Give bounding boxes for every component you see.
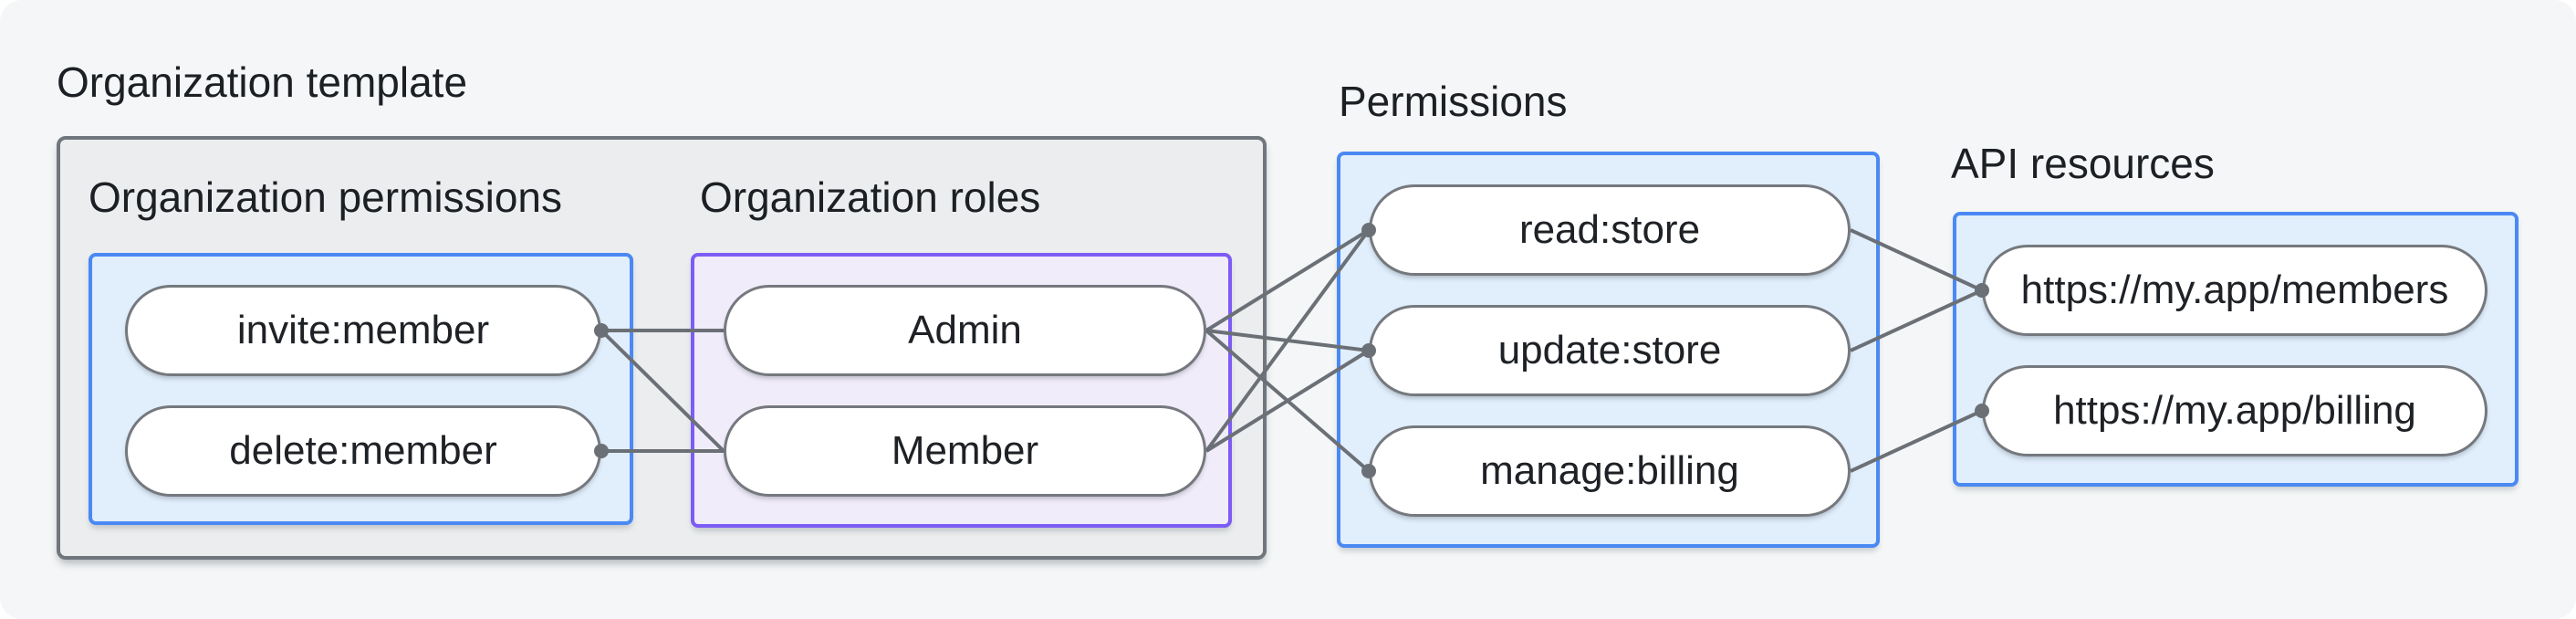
connection-dot: [594, 323, 609, 338]
connection-dot: [1361, 343, 1376, 358]
api-resources-label: API resources: [1951, 140, 2215, 187]
connection-dot: [594, 444, 609, 458]
node-member-role: Member: [724, 405, 1206, 497]
org-permissions-label: Organization permissions: [89, 173, 563, 221]
connection-dot: [1975, 404, 1989, 418]
connection-dot: [1361, 223, 1376, 237]
org-roles-label: Organization roles: [700, 173, 1041, 221]
node-manage-billing: manage:billing: [1369, 425, 1851, 517]
node-invite-member: invite:member: [125, 285, 601, 376]
node-api-members-url: https://my.app/members: [1982, 245, 2487, 336]
node-read-store: read:store: [1369, 184, 1851, 276]
node-delete-member: delete:member: [125, 405, 601, 497]
connection-dot: [1975, 283, 1989, 298]
node-api-billing-url: https://my.app/billing: [1982, 365, 2487, 456]
node-update-store: update:store: [1369, 305, 1851, 396]
node-admin-role: Admin: [724, 285, 1206, 376]
connection-dot: [1361, 464, 1376, 478]
org-template-label: Organization template: [57, 58, 468, 106]
permissions-label: Permissions: [1339, 78, 1568, 125]
